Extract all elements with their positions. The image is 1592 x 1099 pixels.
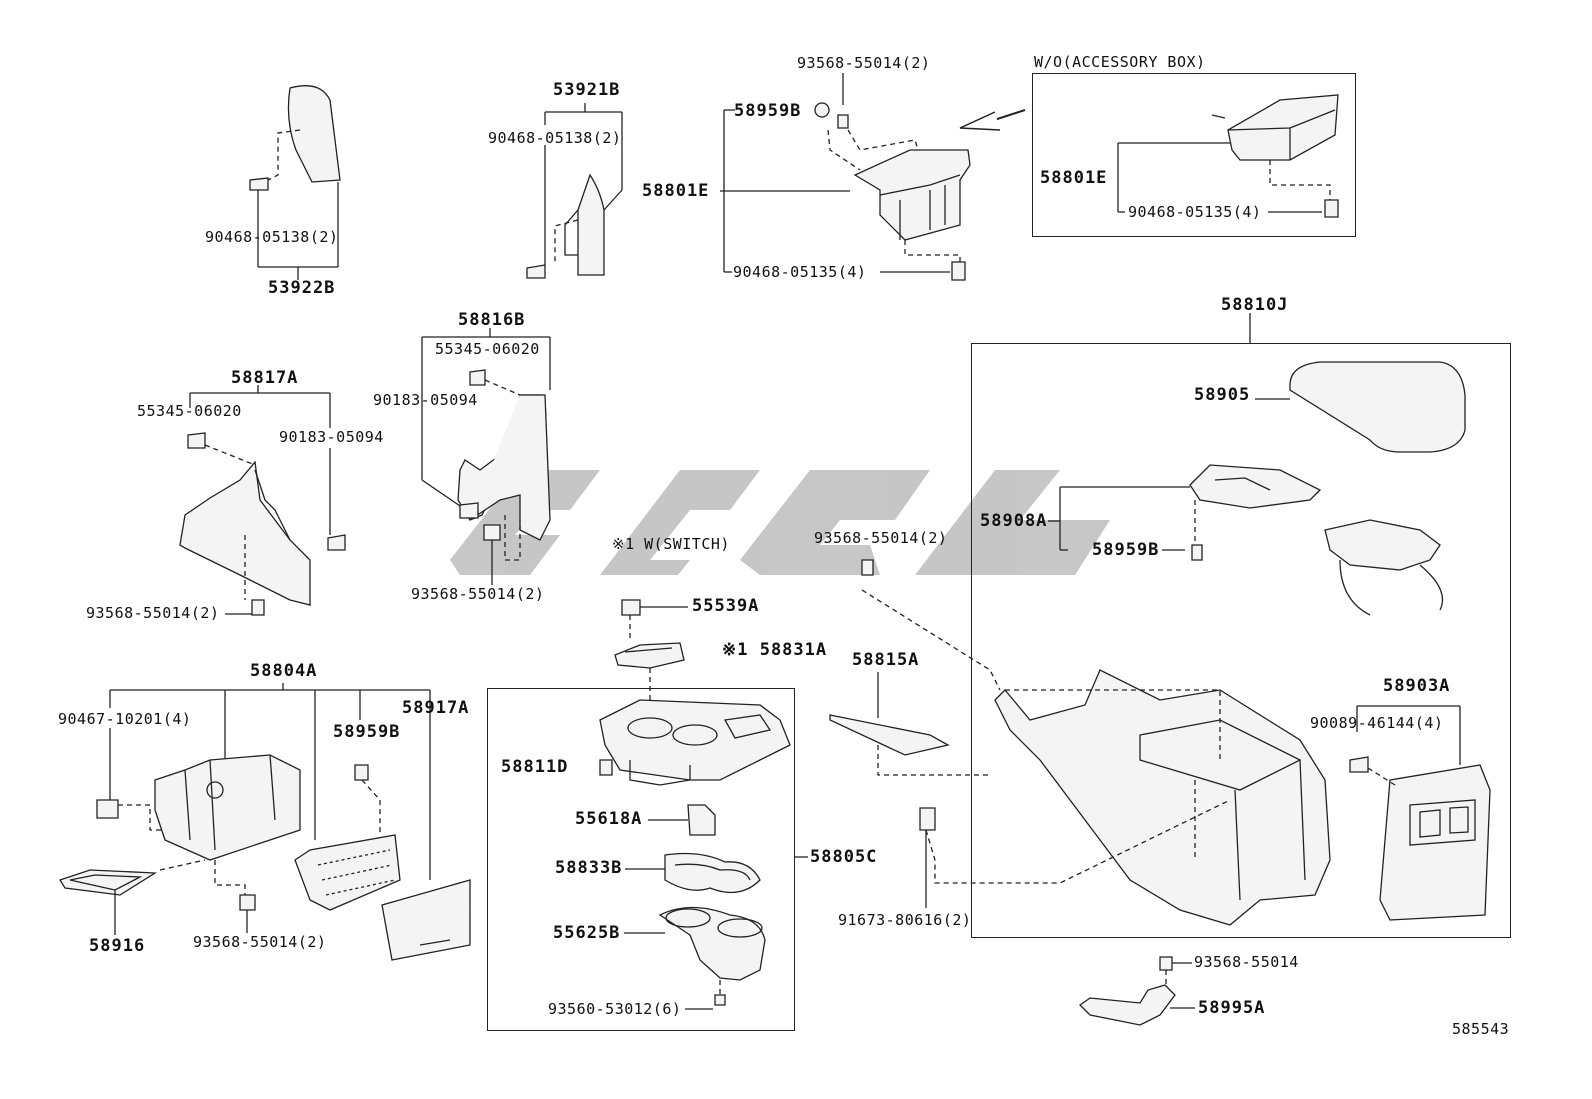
part-label-58916[interactable]: 58916 [89, 936, 146, 956]
switch-note: ※1 W(SWITCH) [612, 535, 730, 553]
part-label-90467-10201[interactable]: 90467-10201(4) [58, 710, 192, 728]
part-label-58959B-low[interactable]: 58959B [333, 722, 401, 742]
part-label-93568-55014-top[interactable]: 93568-55014(2) [797, 54, 931, 72]
part-label-90468-05138-a[interactable]: 90468-05138(2) [205, 228, 339, 246]
part-label-55345-06020-b[interactable]: 55345-06020 [137, 402, 242, 420]
part-label-58908A[interactable]: 58908A [980, 511, 1048, 531]
part-label-58805C[interactable]: 58805C [810, 847, 878, 867]
part-label-90468-05135-box[interactable]: 90468-05135(4) [1128, 203, 1262, 221]
accessory-box-frame [1032, 73, 1356, 237]
part-label-58804A[interactable]: 58804A [250, 661, 318, 681]
part-label-55345-06020-a[interactable]: 55345-06020 [435, 340, 540, 358]
part-label-58959B-right[interactable]: 58959B [1092, 540, 1160, 560]
cupholder-box-frame [487, 688, 795, 1031]
part-label-93568-55014-center[interactable]: 93568-55014(2) [814, 529, 948, 547]
part-label-90183-05094-a[interactable]: 90183-05094 [373, 391, 478, 409]
part-label-53921B[interactable]: 53921B [553, 80, 621, 100]
part-label-55539A[interactable]: 55539A [692, 596, 760, 616]
part-label-58917A[interactable]: 58917A [402, 698, 470, 718]
watermark-logo [450, 470, 1110, 575]
diagram-code: 585543 [1452, 1020, 1510, 1038]
part-label-58833B[interactable]: 58833B [555, 858, 623, 878]
part-label-93568-55014-mid[interactable]: 93568-55014(2) [411, 585, 545, 603]
part-label-58801E-box[interactable]: 58801E [1040, 168, 1108, 188]
part-label-58831A[interactable]: ※1 58831A [722, 640, 828, 660]
part-label-58995A[interactable]: 58995A [1198, 998, 1266, 1018]
part-label-55625B[interactable]: 55625B [553, 923, 621, 943]
console-box-frame [971, 343, 1511, 938]
part-label-91673-80616[interactable]: 91673-80616(2) [838, 911, 972, 929]
part-label-55618A[interactable]: 55618A [575, 809, 643, 829]
part-label-93560-53012[interactable]: 93560-53012(6) [548, 1000, 682, 1018]
part-label-58903A[interactable]: 58903A [1383, 676, 1451, 696]
part-label-93568-55014[interactable]: 93568-55014 [1194, 953, 1299, 971]
part-label-58817A[interactable]: 58817A [231, 368, 299, 388]
part-label-58810J[interactable]: 58810J [1221, 295, 1289, 315]
part-label-90468-05135-main[interactable]: 90468-05135(4) [733, 263, 867, 281]
part-label-58959B-top[interactable]: 58959B [734, 101, 802, 121]
part-label-90468-05138-b[interactable]: 90468-05138(2) [488, 129, 622, 147]
part-label-58815A[interactable]: 58815A [852, 650, 920, 670]
part-label-58816B[interactable]: 58816B [458, 310, 526, 330]
part-label-90089-46144[interactable]: 90089-46144(4) [1310, 714, 1444, 732]
part-label-90183-05094-b[interactable]: 90183-05094 [279, 428, 384, 446]
accessory-box-note: W/O(ACCESSORY BOX) [1034, 53, 1206, 71]
part-label-58801E-main[interactable]: 58801E [642, 181, 710, 201]
part-label-93568-55014-left[interactable]: 93568-55014(2) [86, 604, 220, 622]
part-label-93568-55014-low[interactable]: 93568-55014(2) [193, 933, 327, 951]
part-label-53922B[interactable]: 53922B [268, 278, 336, 298]
part-label-58811D[interactable]: 58811D [501, 757, 569, 777]
part-label-58905[interactable]: 58905 [1194, 385, 1251, 405]
